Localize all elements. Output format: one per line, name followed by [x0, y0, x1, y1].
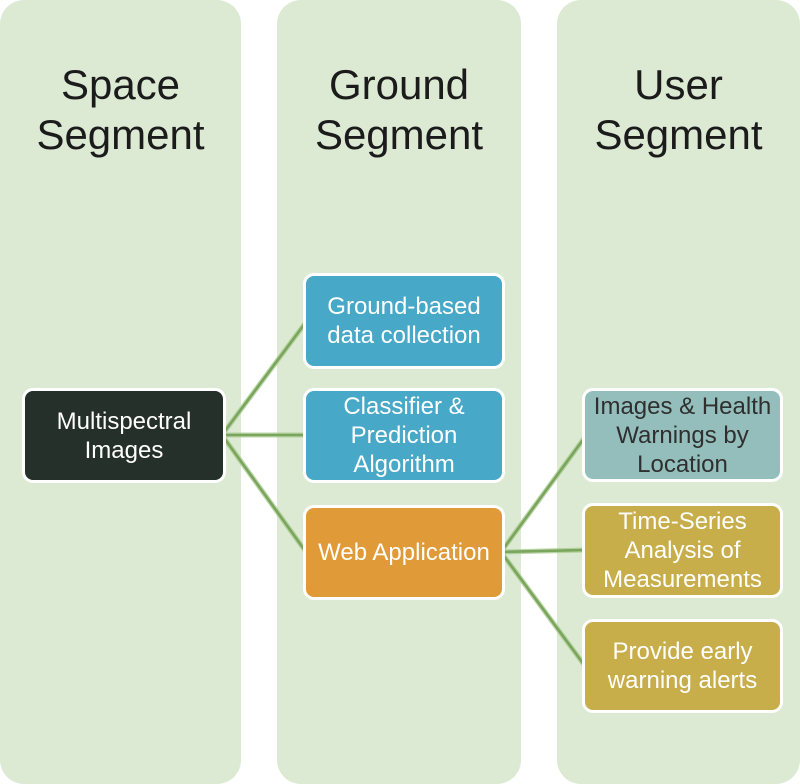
- node-label-classifier-prediction-algorithm: Classifier & Prediction Algorithm: [343, 393, 465, 478]
- node-multispectral-images: Multispectral Images: [22, 388, 226, 483]
- node-label-ground-based-data-collection: Ground-based data collection: [327, 293, 481, 349]
- node-images-health-warnings-by-location: Images & Health Warnings by Location: [582, 388, 783, 482]
- node-provide-early-warning-alerts: Provide early warning alerts: [582, 619, 783, 713]
- panel-title-user-segment: User Segment: [594, 61, 763, 158]
- node-web-application: Web Application: [303, 505, 505, 600]
- panel-title-space-segment: Space Segment: [36, 61, 205, 158]
- node-label-provide-early-warning-alerts: Provide early warning alerts: [607, 638, 758, 694]
- node-classifier-prediction-algorithm: Classifier & Prediction Algorithm: [303, 388, 505, 483]
- node-time-series-analysis-of-measurements: Time-Series Analysis of Measurements: [582, 503, 783, 598]
- node-label-multispectral-images: Multispectral Images: [56, 407, 192, 464]
- node-label-time-series-analysis-of-measurements: Time-Series Analysis of Measurements: [603, 508, 762, 593]
- node-ground-based-data-collection: Ground-based data collection: [303, 273, 505, 369]
- node-label-web-application: Web Application: [318, 539, 490, 566]
- node-label-images-health-warnings-by-location: Images & Health Warnings by Location: [593, 392, 772, 478]
- panel-title-ground-segment: Ground Segment: [314, 61, 484, 158]
